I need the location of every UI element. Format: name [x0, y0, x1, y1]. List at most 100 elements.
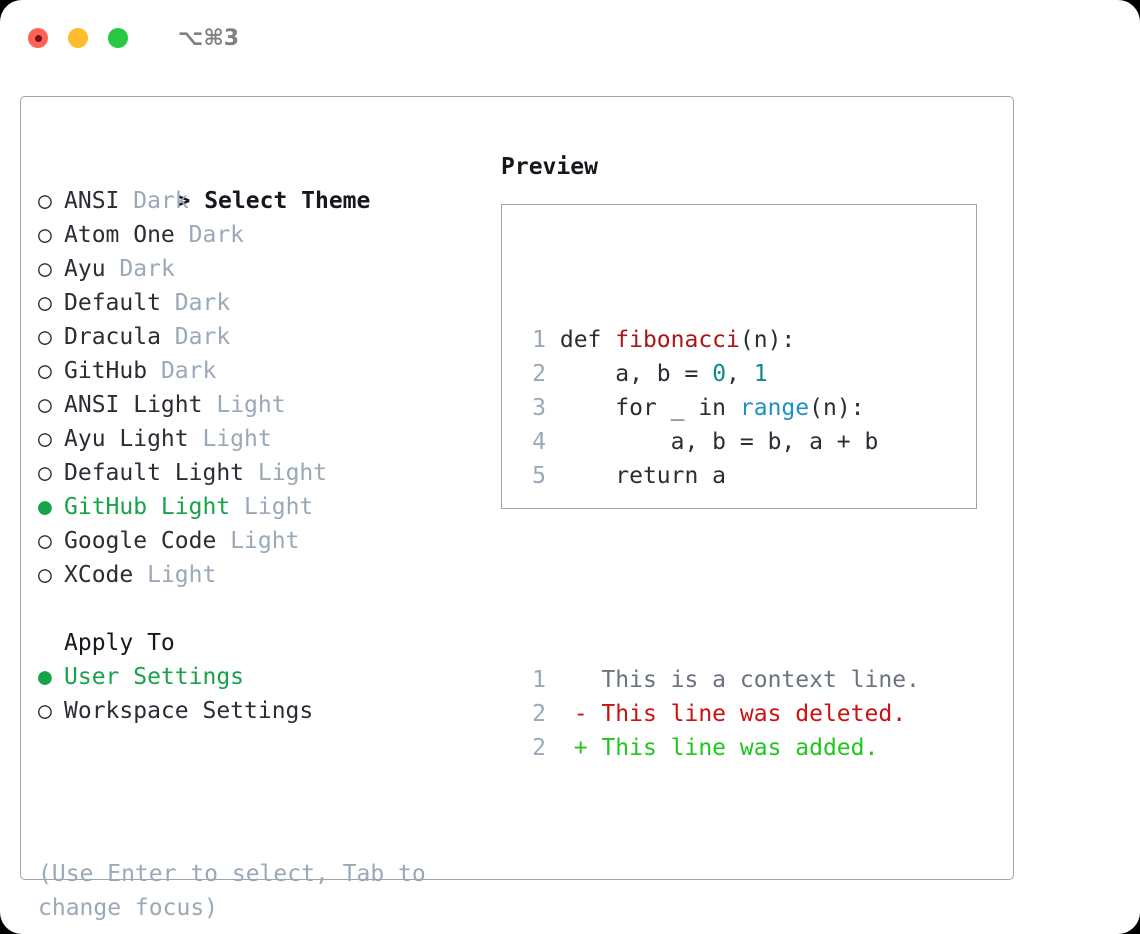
theme-option-tag: Dark — [174, 290, 231, 316]
theme-option-row[interactable]: ○Atom One Dark — [38, 218, 498, 252]
code-token: def — [559, 327, 616, 353]
diff-text: This is a context line. — [587, 667, 920, 693]
theme-option-label: XCode — [64, 562, 134, 588]
radio-selected-icon[interactable]: ● — [38, 494, 52, 520]
theme-option-row[interactable]: ○Dracula Dark — [38, 320, 498, 354]
gutter-spacer — [546, 463, 560, 489]
diff-line: 1 This is a context line. — [520, 663, 920, 697]
theme-option-tag: Light — [257, 460, 328, 486]
theme-option-label: GitHub — [64, 358, 148, 384]
radio-unselected-icon[interactable]: ○ — [38, 460, 52, 486]
gutter-spacer — [546, 395, 560, 421]
diff-text: This line was deleted. — [587, 701, 907, 727]
code-token: 0 — [712, 361, 727, 387]
apply-to-option-label: User Settings — [64, 664, 245, 690]
radio-unselected-icon[interactable]: ○ — [38, 698, 52, 724]
minimize-button-icon[interactable] — [68, 28, 88, 48]
radio-unselected-icon[interactable]: ○ — [38, 290, 52, 316]
code-token: a, b = b, a + b — [559, 429, 879, 455]
label-tag-spacer — [106, 256, 120, 282]
radio-unselected-icon[interactable]: ○ — [38, 392, 52, 418]
theme-option-label: GitHub Light — [64, 494, 231, 520]
radio-selected-icon[interactable]: ● — [38, 664, 52, 690]
theme-option-row[interactable]: ○Ayu Dark — [38, 252, 498, 286]
code-token: (n): — [809, 395, 865, 421]
theme-option-row[interactable]: ○Google Code Light — [38, 524, 498, 558]
code-line: 1 def fibonacci(n): — [520, 323, 920, 357]
code-line: 2 a, b = 0, 1 — [520, 357, 920, 391]
select-theme-heading: > Select Theme — [38, 150, 498, 214]
theme-option-row[interactable]: ○ ANSI Light Light — [38, 388, 498, 422]
radio-unselected-icon[interactable]: ○ — [38, 562, 52, 588]
theme-option-tag: Dark — [160, 358, 217, 384]
code-token: return a — [559, 463, 727, 489]
theme-option-tag: Dark — [133, 188, 189, 214]
theme-option-row[interactable]: ○Ayu Light Light — [38, 422, 498, 456]
code-token: range — [739, 395, 810, 421]
line-number: 2 — [532, 361, 546, 387]
apply-to-heading: Apply To — [64, 630, 175, 656]
theme-option-tag: Light — [230, 528, 300, 554]
label-tag-spacer — [244, 460, 258, 486]
theme-option-row[interactable]: ○ Default Light Light — [38, 456, 498, 490]
code-token: for _ in — [559, 395, 740, 421]
theme-option-label: Ayu — [64, 256, 106, 282]
theme-option-label: Dracula — [64, 324, 161, 350]
maximize-button-icon[interactable] — [108, 28, 128, 48]
select-theme-heading-label: Select Theme — [204, 188, 371, 214]
apply-to-options-list: ● User Settings ○Workspace Settings — [38, 660, 498, 728]
theme-option-label: ANSI — [64, 188, 120, 214]
radio-unselected-icon[interactable]: ○ — [38, 222, 52, 248]
label-tag-spacer — [161, 324, 175, 350]
theme-option-tag: Light — [216, 392, 286, 418]
close-button-icon[interactable] — [28, 28, 48, 48]
title-bar: ⌥⌘3 — [0, 0, 1140, 76]
code-token: , — [726, 361, 754, 387]
line-number: 2 — [532, 735, 546, 761]
apply-to-option-row[interactable]: ● User Settings — [38, 660, 498, 694]
theme-option-row[interactable]: ○ GitHub Dark — [38, 354, 498, 388]
code-token: fibonacci — [615, 327, 740, 353]
gutter-spacer — [546, 667, 574, 693]
theme-option-tag: Light — [202, 426, 272, 452]
radio-unselected-icon[interactable]: ○ — [38, 256, 52, 282]
gutter-spacer — [546, 735, 574, 761]
diff-line: 2 - This line was deleted. — [520, 697, 920, 731]
theme-option-tag: Light — [244, 494, 314, 520]
theme-option-row[interactable]: ○ XCode Light — [38, 558, 498, 592]
theme-list-column: > Select Theme ○ANSI Dark○Atom One Dark○… — [38, 150, 498, 728]
code-line: 4 a, b = b, a + b — [520, 425, 920, 459]
radio-unselected-icon[interactable]: ○ — [38, 528, 52, 554]
radio-unselected-icon[interactable]: ○ — [38, 426, 52, 452]
theme-option-label: Default Light — [64, 460, 245, 486]
theme-option-tag: Light — [147, 562, 217, 588]
preview-heading: Preview — [501, 154, 598, 180]
gutter-spacer — [546, 327, 560, 353]
diff-block: 1 This is a context line.2 - This line w… — [520, 663, 920, 765]
theme-option-row[interactable]: ○Default Dark — [38, 286, 498, 320]
code-line: 3 for _ in range(n): — [520, 391, 920, 425]
radio-unselected-icon[interactable]: ○ — [38, 324, 52, 350]
line-number: 3 — [532, 395, 546, 421]
theme-option-label: ANSI Light — [64, 392, 203, 418]
radio-unselected-icon[interactable]: ○ — [38, 188, 52, 214]
caret-icon: > — [176, 188, 191, 214]
radio-unselected-icon[interactable]: ○ — [38, 358, 52, 384]
keyboard-shortcut-label: ⌥⌘3 — [178, 25, 240, 51]
label-tag-spacer — [133, 562, 147, 588]
code-line: 5 return a — [520, 459, 920, 493]
gutter-spacer — [546, 361, 560, 387]
theme-option-row[interactable]: ● GitHub Light Light — [38, 490, 498, 524]
gutter-spacer — [546, 429, 560, 455]
code-token: (n): — [739, 327, 796, 353]
theme-options-list: ○ANSI Dark○Atom One Dark○Ayu Dark○Defaul… — [38, 184, 498, 592]
code-diff-spacer — [520, 561, 920, 595]
line-number: 5 — [532, 463, 546, 489]
label-tag-spacer — [161, 290, 175, 316]
theme-option-row[interactable]: ○ ANSI Dark — [38, 184, 498, 218]
label-tag-spacer — [230, 494, 244, 520]
apply-to-option-row[interactable]: ○Workspace Settings — [38, 694, 498, 728]
line-number: 1 — [532, 667, 546, 693]
